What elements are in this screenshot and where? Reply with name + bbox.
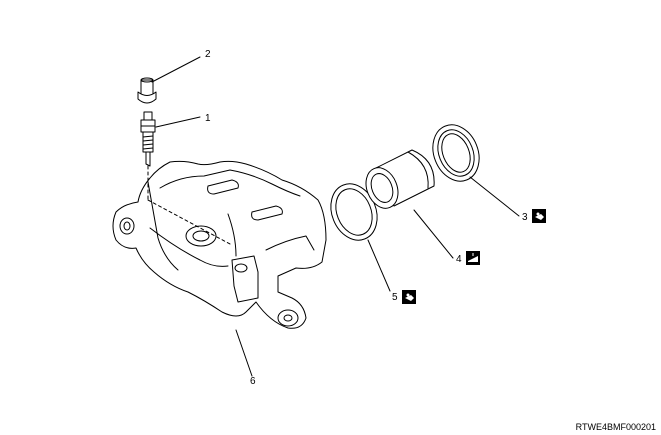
callout-4: 4 [456,251,480,265]
callout-number-2: 2 [205,49,211,60]
bleeder-cap [137,77,157,104]
callout-3: 3 [522,209,546,223]
caliper-body [112,160,327,329]
callout-2: 2 [205,49,211,60]
grease-icon [532,209,546,223]
callout-number-4: 4 [456,254,462,265]
callout-number-1: 1 [205,113,211,124]
piston [365,149,435,209]
callout-1: 1 [205,113,211,124]
callout-6: 6 [250,376,256,387]
grease-icon [402,290,416,304]
bleeder-screw [140,111,156,179]
oil-can-icon [466,251,480,265]
dust-boot [432,124,480,182]
callout-number-5: 5 [392,292,398,303]
callout-5: 5 [392,290,416,304]
leader-lines [151,56,520,377]
callout-number-3: 3 [522,212,528,223]
reference-code: RTWE4BMF000201 [576,422,656,432]
callout-number-6: 6 [250,376,256,387]
